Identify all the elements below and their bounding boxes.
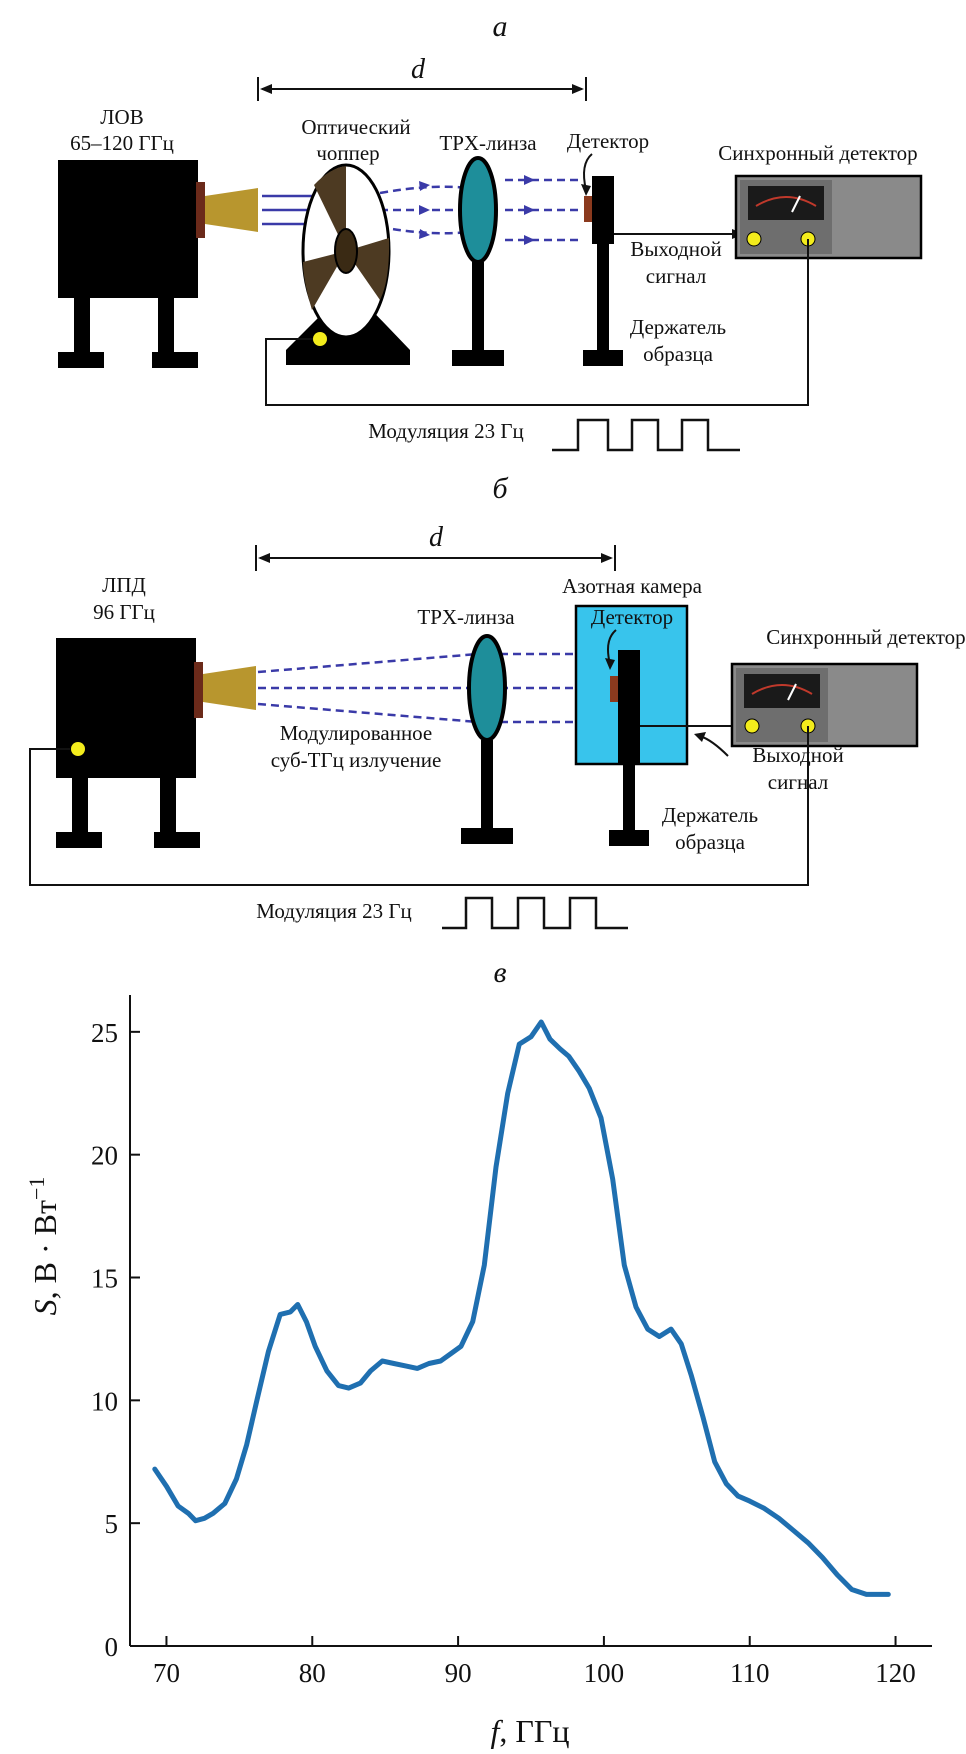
- panel-c-letter: в: [493, 956, 506, 989]
- x-axis-label: f, ГГц: [490, 1713, 569, 1749]
- x-tick-label: 80: [299, 1658, 326, 1688]
- x-tick-label: 90: [445, 1658, 472, 1688]
- modulation-square-wave-b: [442, 896, 628, 930]
- chopper-label-line2: чоппер: [316, 141, 379, 165]
- chopper-label-line1: Оптический: [301, 115, 410, 139]
- modulation-label-b: Модуляция 23 Гц: [256, 899, 411, 923]
- detector-label-a: Детектор: [567, 129, 649, 153]
- tpx-lens-a: [452, 156, 504, 366]
- modulation-square-wave-a: [552, 418, 740, 452]
- panel-a-letter: а: [493, 10, 508, 43]
- y-tick-label: 0: [105, 1632, 119, 1662]
- y-axis-label-exponent: −1: [24, 1177, 49, 1200]
- y-tick-label: 5: [105, 1509, 119, 1539]
- x-tick-label: 70: [153, 1658, 180, 1688]
- source-band-a: 65–120 ГГц: [70, 131, 174, 155]
- optical-chopper: [286, 163, 410, 365]
- modulation-label-a: Модуляция 23 Гц: [368, 419, 523, 443]
- chamber-label: Азотная камера: [562, 574, 703, 598]
- holder-label-a-line1: Держатель: [630, 315, 726, 339]
- beam-lines-b: [257, 652, 612, 724]
- signal-curve: [152, 1019, 891, 1597]
- reference-wire-b: [29, 726, 809, 886]
- y-tick-label: 15: [91, 1264, 118, 1294]
- chart-ticks: 70 80 90 100 110 120 0 5 10 15 20 25: [91, 1018, 916, 1688]
- holder-label-b-line1: Держатель: [662, 803, 758, 827]
- x-tick-label: 120: [875, 1658, 916, 1688]
- x-tick-label: 110: [730, 1658, 770, 1688]
- detector-label-b: Детектор: [591, 605, 673, 629]
- panel-b: б d ЛПД 96 ГГц: [29, 472, 966, 930]
- y-tick-label: 25: [91, 1018, 118, 1048]
- lockin-amplifier-a: [734, 174, 923, 260]
- panel-c: в 70 80 90 100 110 120 0 5 10 15 20 25 f, ГГц S, В …: [24, 956, 932, 1749]
- source-band-b: 96 ГГц: [93, 600, 155, 624]
- bwo-source: [58, 160, 258, 368]
- distance-label-b: d: [429, 522, 444, 553]
- distance-d-arrow-b: [255, 545, 616, 571]
- reference-wire-a: [265, 239, 809, 406]
- lens-label-b: TPX-линза: [417, 605, 515, 629]
- y-axis-label-symbol: S: [27, 1299, 63, 1315]
- radiation-label-line2: суб-ТГц излучение: [271, 748, 442, 772]
- lockin-label-a: Синхронный детектор: [718, 141, 917, 165]
- holder-label-b-line2: образца: [675, 830, 746, 854]
- impatt-source: [56, 638, 256, 848]
- x-axis-label-unit: , ГГц: [499, 1713, 569, 1749]
- chart-series: [152, 1019, 891, 1597]
- y-axis-label-unit: , В · Вт: [27, 1200, 63, 1299]
- lockin-label-b: Синхронный детектор: [766, 625, 965, 649]
- output-label-b-line2: сигнал: [768, 770, 828, 794]
- output-label-a-line1: Выходной: [630, 237, 721, 261]
- y-axis-label: S, В · Вт−1: [24, 1177, 63, 1316]
- y-tick-label: 10: [91, 1386, 118, 1416]
- output-label-a-line2: сигнал: [646, 264, 706, 288]
- holder-label-a-line2: образца: [643, 342, 714, 366]
- panel-b-letter: б: [492, 472, 508, 505]
- source-name-a: ЛОВ: [100, 105, 143, 129]
- radiation-label-line1: Модулированное: [280, 721, 433, 745]
- chart-axes: [129, 995, 932, 1647]
- x-tick-label: 100: [584, 1658, 625, 1688]
- panel-a: а d ЛОВ 65–120 ГГц: [58, 10, 923, 452]
- distance-label-a: d: [411, 54, 426, 85]
- lockin-amplifier-b: [730, 662, 919, 748]
- distance-d-arrow-a: [257, 77, 587, 101]
- source-name-b: ЛПД: [102, 573, 146, 597]
- y-tick-label: 20: [91, 1141, 118, 1171]
- lens-label-a: TPX-линза: [439, 131, 537, 155]
- detector-b: [605, 629, 649, 846]
- tpx-lens-b: [461, 634, 513, 844]
- detector-a: [581, 153, 623, 366]
